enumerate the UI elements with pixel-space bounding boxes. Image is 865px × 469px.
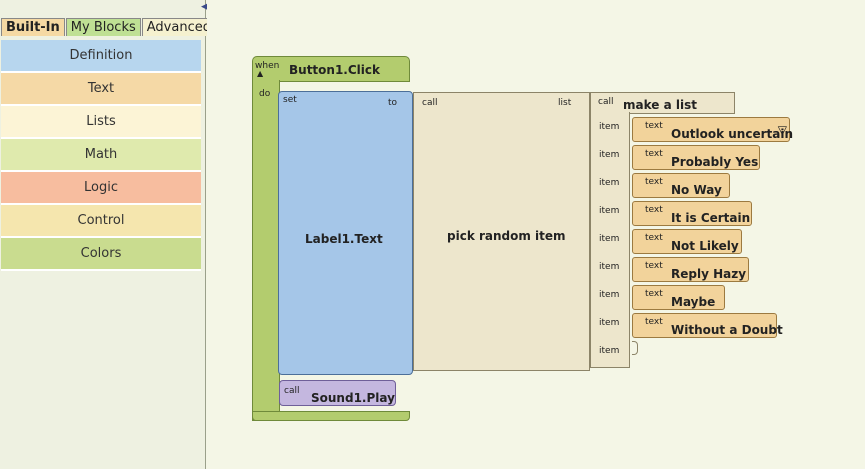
random-name: pick random item (447, 229, 566, 243)
play-name: Sound1.Play (311, 391, 395, 405)
item-label: item (599, 122, 620, 132)
set-label: set (283, 95, 297, 105)
empty-item-socket[interactable] (632, 341, 638, 355)
item-label: item (599, 318, 620, 328)
text-value: Not Likely (671, 239, 739, 253)
makelist-name: make a list (623, 98, 697, 112)
event-block-footer (252, 411, 410, 421)
text-tag: text (645, 317, 663, 327)
text-tag: text (645, 149, 663, 159)
block-palette: Built-In My Blocks Advanced Definition T… (0, 0, 216, 469)
when-label: when (255, 61, 280, 71)
make-a-list-block[interactable]: call make a list (590, 92, 735, 368)
item-label: item (599, 346, 620, 356)
sound1-play-block[interactable]: call Sound1.Play (279, 380, 396, 406)
drawer-math[interactable]: Math (1, 139, 201, 172)
make-a-list-header (590, 92, 735, 114)
item-label: item (599, 262, 620, 272)
text-value: Without a Doubt (671, 323, 783, 337)
drawer-control[interactable]: Control (1, 205, 201, 238)
item-label: item (599, 290, 620, 300)
tab-built-in[interactable]: Built-In (1, 18, 65, 36)
collapse-arrow-icon[interactable]: ▲ (257, 69, 264, 78)
list-label: list (558, 98, 572, 108)
makelist-call-label: call (598, 97, 614, 107)
text-tag: text (645, 177, 663, 187)
tab-advanced[interactable]: Advanced (141, 18, 216, 36)
text-tag: text (645, 205, 663, 215)
dropdown-arrow-icon[interactable]: ▽ (777, 123, 787, 137)
random-call-label: call (422, 98, 438, 108)
event-name: Button1.Click (289, 63, 380, 77)
collapse-sidebar-icon[interactable]: ◀ (201, 2, 208, 12)
text-tag: text (645, 261, 663, 271)
make-a-list-spine (590, 112, 630, 368)
text-tag: text (645, 121, 663, 131)
text-block-item-4[interactable]: text It is Certain (632, 201, 752, 226)
set-label1-text-block[interactable]: set to Label1.Text (278, 91, 413, 375)
drawer-logic[interactable]: Logic (1, 172, 201, 205)
drawer-lists[interactable]: Lists (1, 106, 201, 139)
event-block-spine (252, 80, 280, 421)
tab-my-blocks[interactable]: My Blocks (65, 18, 141, 36)
setter-name: Label1.Text (305, 232, 383, 246)
text-value: It is Certain (671, 211, 751, 225)
item-label: item (599, 150, 620, 160)
item-label: item (599, 234, 620, 244)
blocks-workspace[interactable]: when ▲ Button1.Click do set to Label1.Te… (207, 0, 865, 469)
text-value: No Way (671, 183, 722, 197)
drawer-definition[interactable]: Definition (1, 40, 201, 73)
button1-click-event-block[interactable]: when ▲ Button1.Click do (252, 56, 410, 421)
item-label: item (599, 178, 620, 188)
text-value: Probably Yes (671, 155, 759, 169)
text-tag: text (645, 233, 663, 243)
to-label: to (388, 98, 398, 108)
text-value: Reply Hazy (671, 267, 747, 281)
do-label: do (259, 89, 271, 99)
text-value: Outlook uncertain (671, 127, 793, 141)
drawer-list: Definition Text Lists Math Logic Control… (1, 40, 201, 271)
drawer-text[interactable]: Text (1, 73, 201, 106)
drawer-colors[interactable]: Colors (1, 238, 201, 271)
pick-random-item-block[interactable]: call list pick random item (413, 92, 590, 371)
text-tag: text (645, 289, 663, 299)
palette-tabs: Built-In My Blocks Advanced (1, 18, 217, 37)
event-block-header (252, 56, 410, 82)
play-call-label: call (284, 386, 300, 396)
text-value: Maybe (671, 295, 716, 309)
item-label: item (599, 206, 620, 216)
text-block-item-3[interactable]: text No Way (632, 173, 730, 198)
